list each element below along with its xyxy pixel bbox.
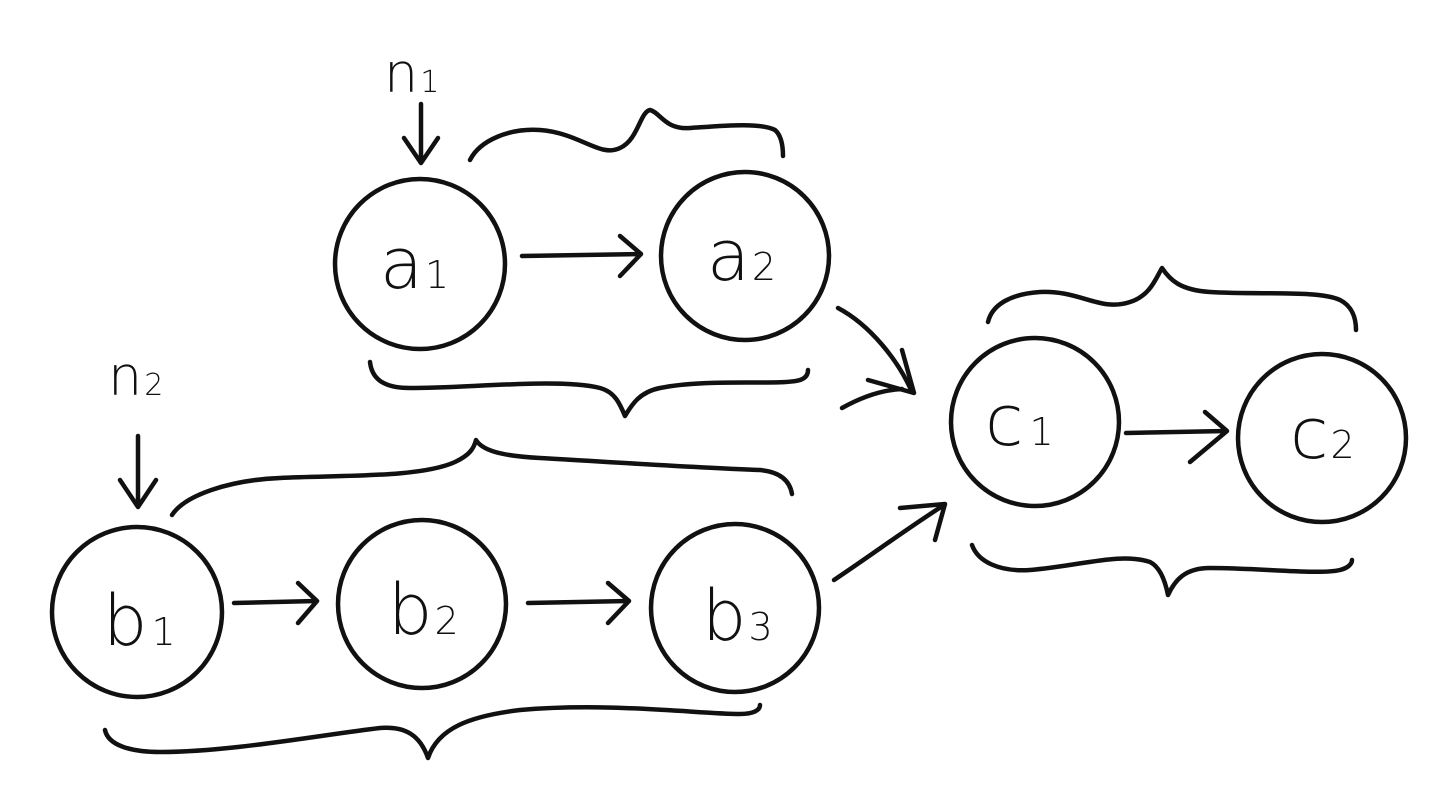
pointer-n1-arrow xyxy=(401,101,441,166)
node-b2-letter: b xyxy=(388,569,432,651)
brace-b-bottom xyxy=(102,702,763,761)
node-b3-index: 3 xyxy=(748,605,772,649)
node-a2-circle xyxy=(658,169,832,343)
pointer-n2-index: 2 xyxy=(144,368,163,403)
node-b1-index: 1 xyxy=(151,610,175,654)
node-a1-letter: a xyxy=(380,223,423,305)
node-a1-circle xyxy=(332,176,508,352)
brace-c-bottom xyxy=(969,542,1355,598)
svg-text:n2: n2 xyxy=(108,345,163,408)
pointer-n1-index: 1 xyxy=(420,65,439,100)
brace-c-top xyxy=(985,265,1359,333)
svg-text:b1: b1 xyxy=(103,580,176,662)
arrow-a2-c1 xyxy=(835,305,917,411)
brace-a-top xyxy=(467,107,786,163)
svg-text:c2: c2 xyxy=(1290,393,1355,475)
node-b2-index: 2 xyxy=(434,599,458,643)
node-b2-circle xyxy=(335,517,509,691)
node-b1-circle xyxy=(49,524,225,700)
node-b3: b3 xyxy=(648,521,822,695)
node-b1-letter: b xyxy=(103,580,147,662)
node-a1-index: 1 xyxy=(425,253,449,297)
arrow-a1-a2 xyxy=(519,233,644,279)
node-c1-circle xyxy=(948,335,1122,509)
node-c2-letter: c xyxy=(1290,393,1329,475)
pointer-n2-arrow xyxy=(117,433,159,510)
svg-text:b2: b2 xyxy=(388,569,459,651)
arrow-c1-c2 xyxy=(1123,409,1230,465)
svg-text:a1: a1 xyxy=(380,223,449,305)
node-b2: b2 xyxy=(335,517,509,691)
node-b3-circle xyxy=(648,521,822,695)
svg-text:n1: n1 xyxy=(384,42,439,105)
pointer-n1-letter: n xyxy=(384,42,418,105)
brace-b-top xyxy=(169,437,795,518)
node-c1-letter: c xyxy=(985,380,1024,462)
node-a1: a1 xyxy=(332,176,508,352)
svg-text:a2: a2 xyxy=(707,215,776,297)
node-c2-index: 2 xyxy=(1331,423,1355,467)
node-c2-circle xyxy=(1235,351,1409,525)
pointer-n2: n2 xyxy=(108,345,163,510)
node-c1-index: 1 xyxy=(1030,410,1054,454)
brace-a-bottom xyxy=(367,359,811,419)
arrow-b3-c1 xyxy=(831,501,948,583)
svg-text:b3: b3 xyxy=(702,575,773,657)
node-a2-index: 2 xyxy=(752,245,776,289)
pointer-n2-letter: n xyxy=(108,345,142,408)
pointer-n1: n1 xyxy=(384,42,441,166)
node-a2: a2 xyxy=(658,169,832,343)
node-a2-letter: a xyxy=(707,215,750,297)
arrow-b1-b2 xyxy=(231,580,320,626)
arrow-b2-b3 xyxy=(525,580,632,626)
node-c2: c2 xyxy=(1235,351,1409,525)
svg-text:c1: c1 xyxy=(985,380,1054,462)
node-b3-letter: b xyxy=(702,575,746,657)
